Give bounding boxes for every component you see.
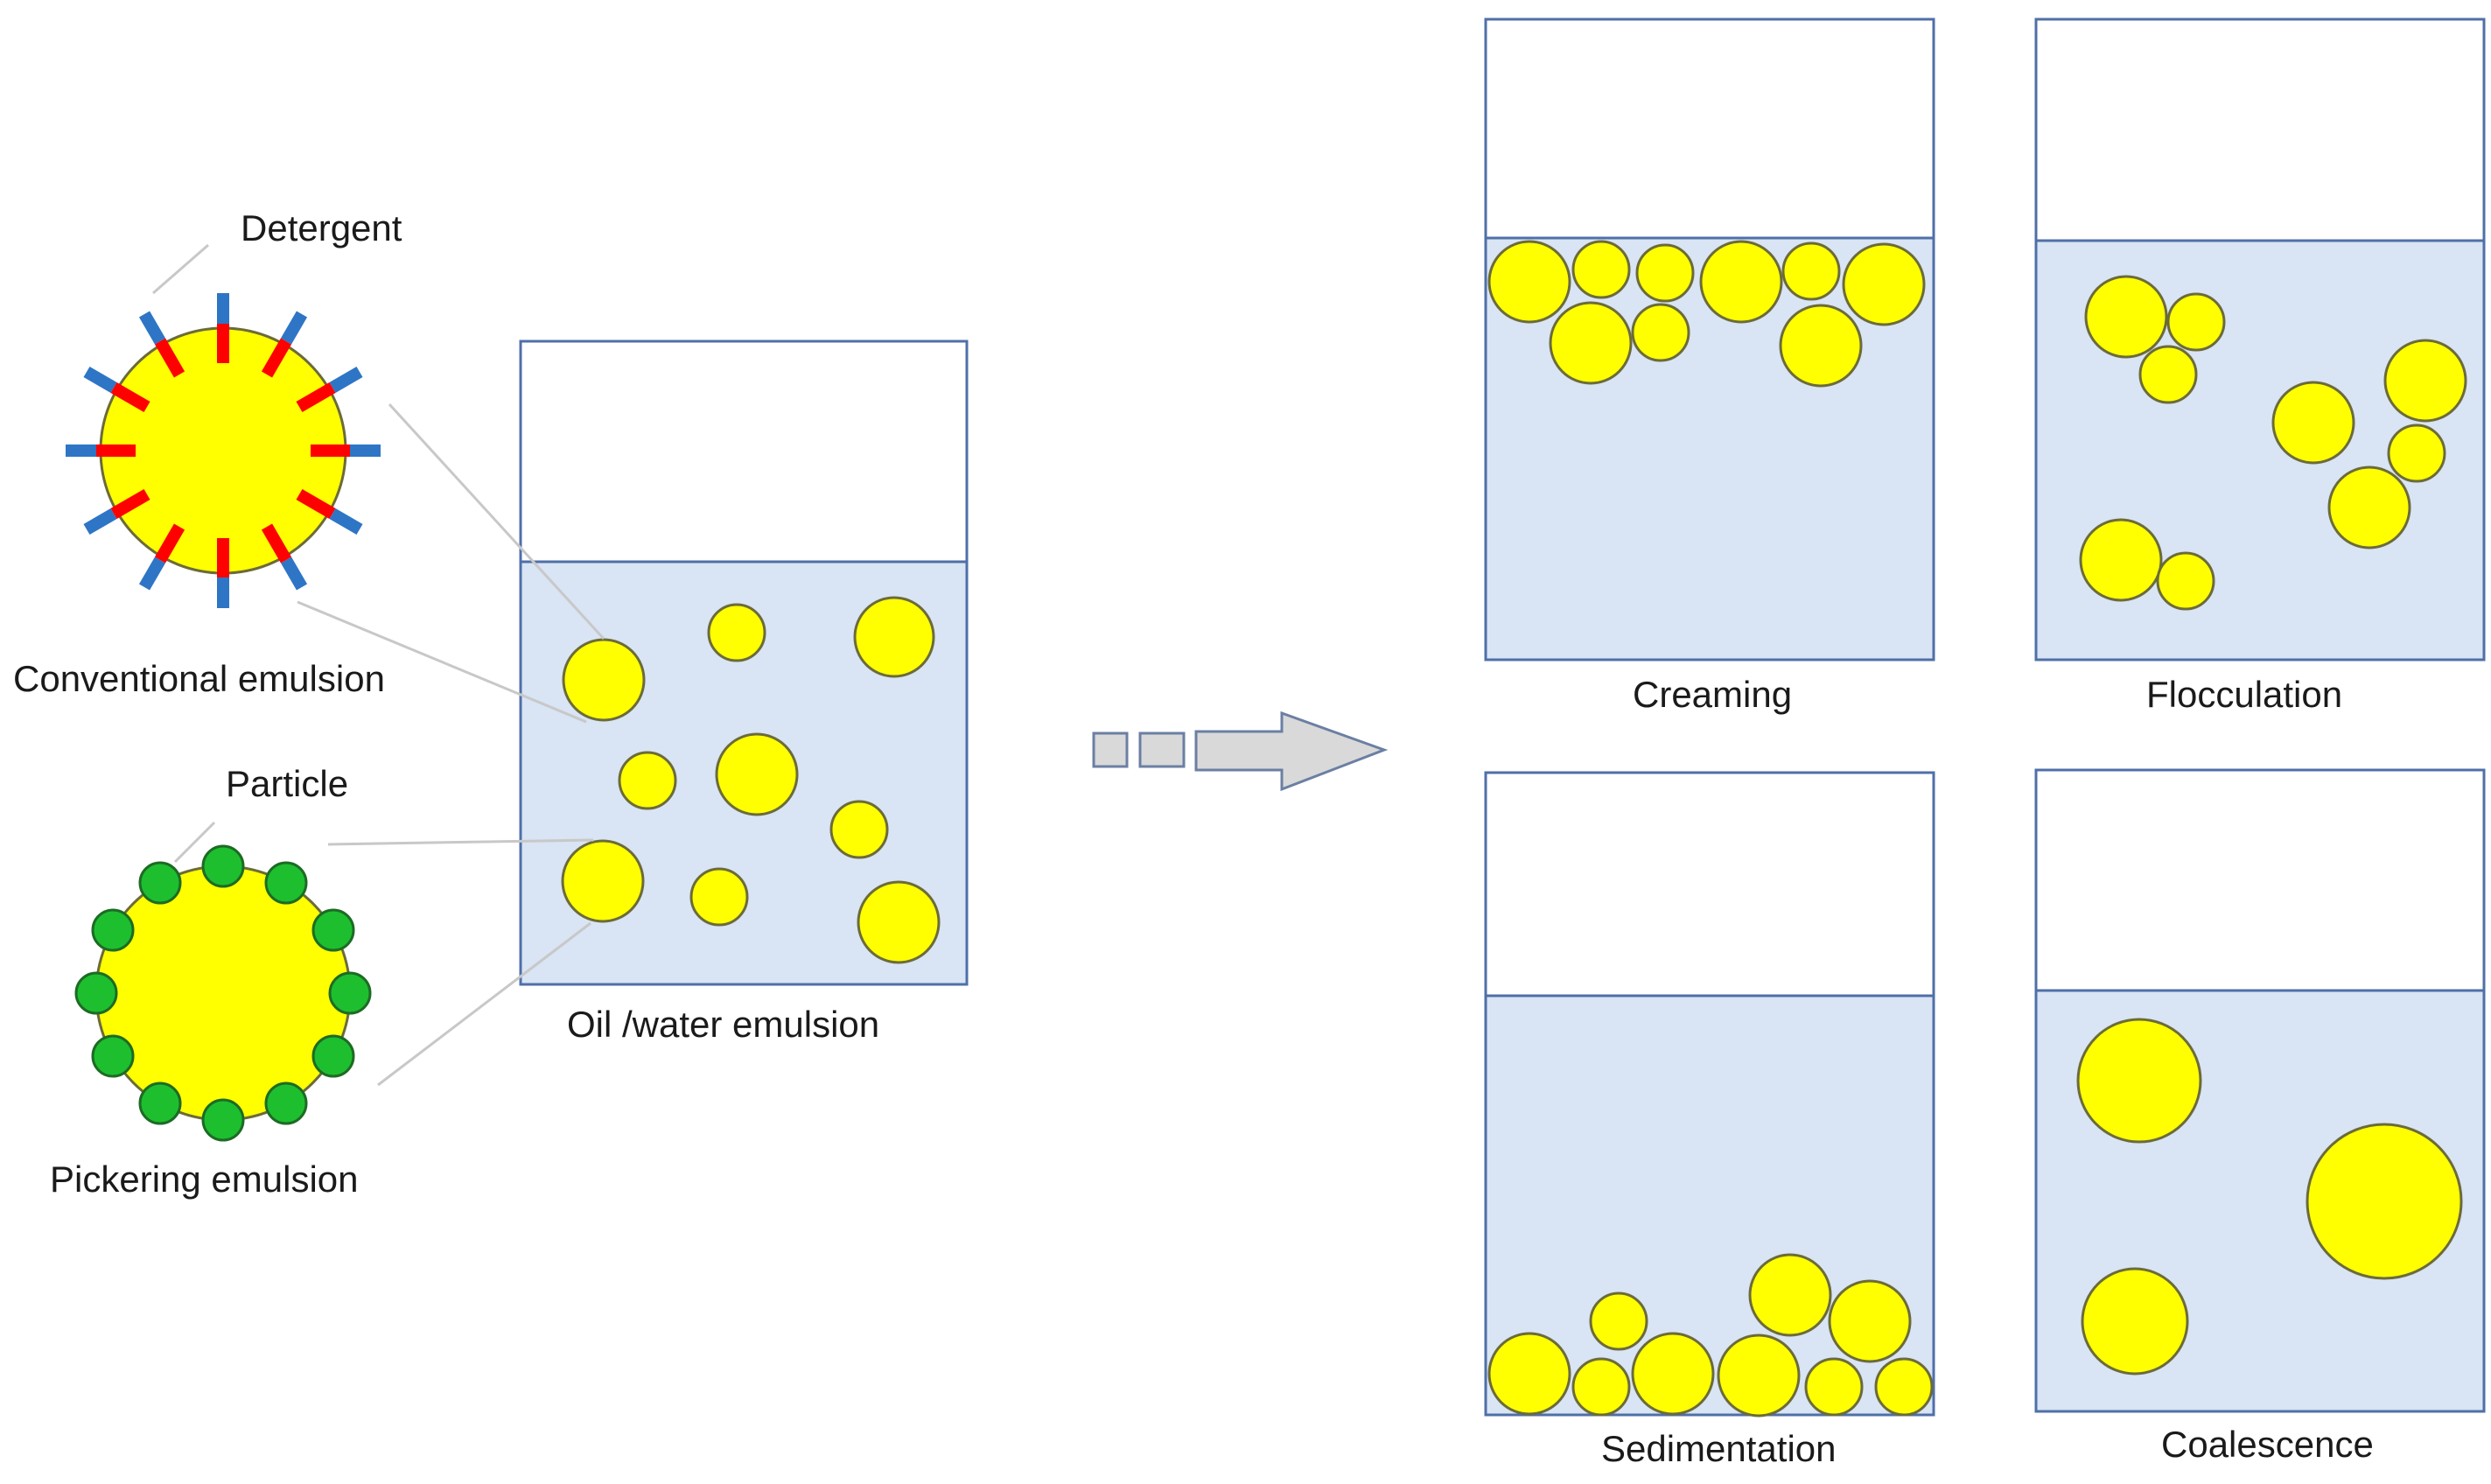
creaming-droplets: [1487, 240, 1926, 388]
particle-leader-line: [173, 821, 216, 864]
detergent-tails: [66, 293, 381, 608]
label-conventional-emulsion: Conventional emulsion: [13, 658, 385, 699]
creaming-beaker: [1484, 18, 1935, 662]
label-pickering-emulsion: Pickering emulsion: [50, 1158, 359, 1200]
pickering-leader-line-1: [327, 838, 594, 846]
label-coalescence: Coalescence: [2161, 1424, 2374, 1465]
pickering-leader-line-2: [377, 921, 591, 1087]
detergent-heads: [96, 324, 350, 578]
oil-droplet: [99, 326, 347, 575]
label-particle: Particle: [226, 763, 348, 804]
oil-droplet: [94, 864, 352, 1122]
label-oil-water-emulsion: Oil /water emulsion: [567, 1004, 879, 1045]
flocculation-beaker: [2034, 18, 2486, 662]
coalescence-beaker: [2034, 768, 2486, 1413]
sedimentation-beaker: [1484, 771, 1935, 1418]
label-creaming: Creaming: [1633, 674, 1792, 715]
coalescence-droplets: [2076, 1018, 2463, 1376]
detergent-leader-line: [152, 243, 209, 295]
conventional-leader-line-1: [388, 402, 605, 640]
pickering-emulsion-droplet: [74, 844, 372, 1142]
sedimentation-droplets: [1487, 1253, 1934, 1418]
particle-shell: [74, 844, 372, 1142]
flocculation-droplets: [2079, 275, 2467, 611]
label-detergent: Detergent: [241, 207, 402, 248]
oil-water-emulsion-beaker: [519, 340, 969, 986]
label-sedimentation: Sedimentation: [1601, 1428, 1837, 1469]
conventional-leader-line-2: [297, 600, 587, 724]
transition-arrow: [1092, 710, 1389, 792]
emulsion-droplets: [561, 596, 941, 964]
conventional-emulsion-droplet: [66, 293, 381, 608]
label-flocculation: Flocculation: [2146, 674, 2342, 715]
